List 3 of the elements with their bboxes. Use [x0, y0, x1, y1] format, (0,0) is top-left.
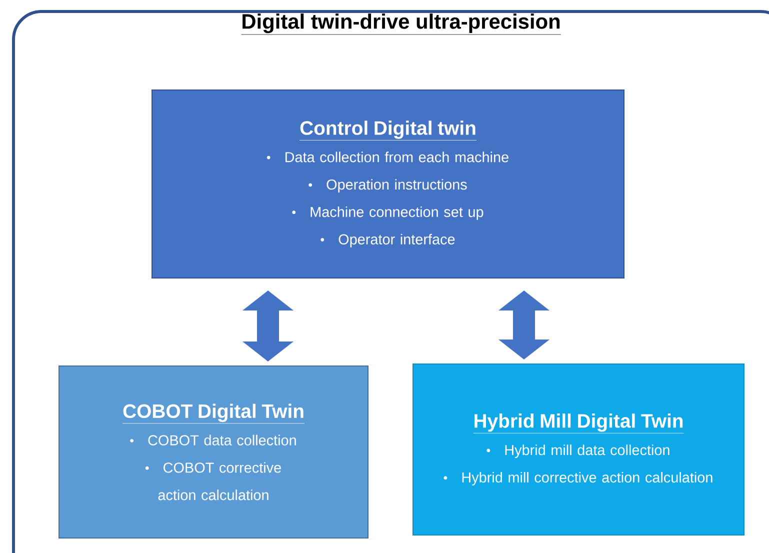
- text-box: Hybrid Mill Digital Twin Hybrid mill data collection Hybrid mill corrective action calculation: [412, 364, 744, 536]
- text-box: Control Digital twin Data collection from each machine Operation instructions Machine connection set up Operator interface: [152, 90, 624, 278]
- text-box: COBOT Digital Twin COBOT data collection COBOT corrective action calculation: [58, 366, 368, 538]
